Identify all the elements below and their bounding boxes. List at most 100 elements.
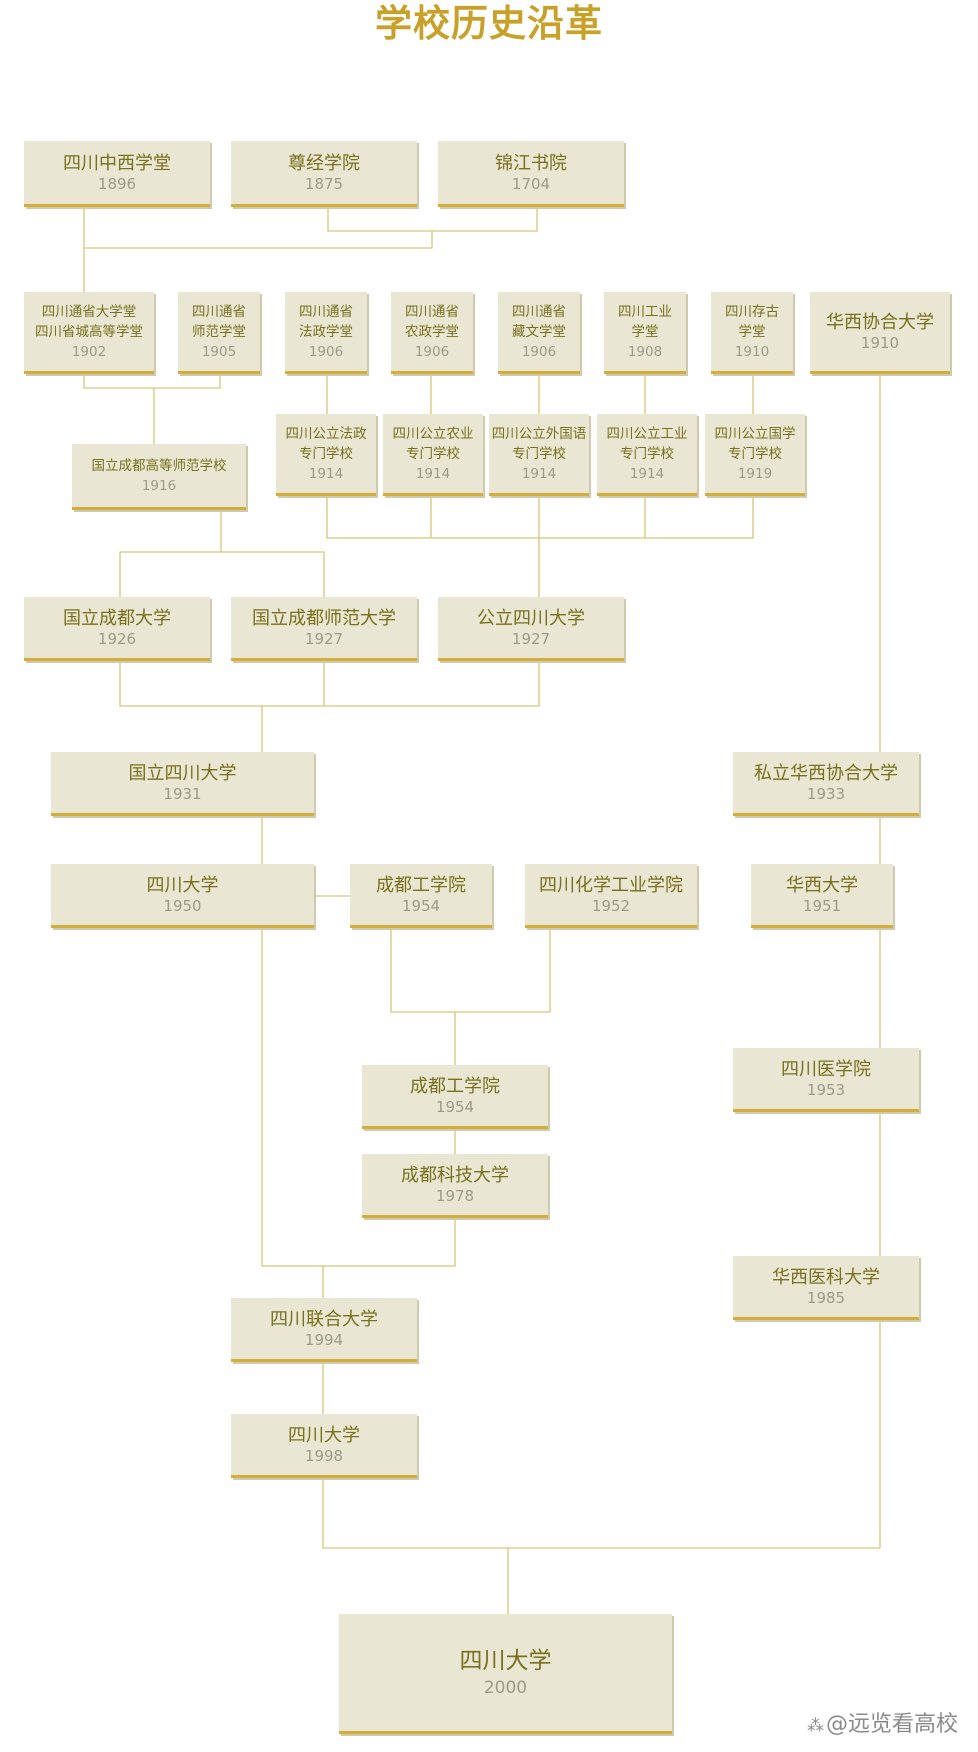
node-name: 成都科技大学 (401, 1164, 509, 1186)
node-year: 1952 (591, 896, 631, 915)
node-name: 四川通省 (192, 303, 246, 320)
node-name: 国立成都师范大学 (252, 607, 396, 629)
node-huaxi-xiehe-daxue: 华西协合大学 1910 (810, 292, 950, 374)
node-year: 1951 (802, 896, 842, 915)
node-name-line2: 专门学校 (728, 445, 782, 462)
node-year: 1914 (629, 465, 665, 482)
node-huaxi-daxue: 华西大学 1951 (751, 864, 893, 928)
node-name: 成都工学院 (410, 1075, 500, 1097)
node-year: 1919 (737, 465, 773, 482)
node-guoli-sichuan-daxue: 国立四川大学 1931 (51, 752, 314, 816)
node-name-line2: 专门学校 (512, 445, 566, 462)
node-name-line2: 专门学校 (406, 445, 460, 462)
node-name: 尊经学院 (288, 152, 360, 174)
node-sichuan-huaxue-gongye-xueyuan: 四川化学工业学院 1952 (525, 864, 697, 928)
page-title: 学校历史沿革 (375, 2, 603, 45)
node-year: 1914 (308, 465, 344, 482)
node-year: 1905 (201, 343, 237, 360)
node-name: 成都工学院 (376, 874, 466, 896)
node-year: 1953 (806, 1080, 846, 1099)
connector (322, 1478, 880, 1549)
node-name-line2: 学堂 (631, 323, 659, 340)
node-name: 四川公立工业 (606, 425, 688, 442)
node-name: 公立四川大学 (477, 607, 585, 629)
node-name: 国立成都高等师范学校 (91, 457, 227, 474)
node-name: 四川中西学堂 (63, 152, 171, 174)
node-chengdu-keji-daxue: 成都科技大学 1978 (362, 1154, 548, 1218)
node-name: 四川化学工业学院 (539, 874, 683, 896)
node-year: 2000 (483, 1677, 528, 1698)
node-guoli-chengdu-shifan-daxue: 国立成都师范大学 1927 (231, 597, 417, 661)
node-sichuan-lianhe-daxue: 四川联合大学 1994 (231, 1298, 417, 1362)
node-name: 华西协合大学 (826, 311, 934, 333)
node-year: 1927 (511, 629, 551, 648)
node-year: 1950 (163, 896, 202, 915)
node-year: 1896 (97, 174, 137, 193)
node-year: 1954 (401, 896, 441, 915)
node-year: 1906 (308, 343, 344, 360)
node-year: 1994 (304, 1330, 344, 1349)
connector (390, 928, 551, 1013)
node-name: 四川工业 (618, 303, 672, 320)
node-year: 1916 (141, 477, 177, 494)
node-year: 1704 (511, 174, 551, 193)
node-gongli-guoxue-zhuanmen: 四川公立国学 专门学校 1919 (705, 414, 805, 496)
node-name-line2: 法政学堂 (299, 323, 353, 340)
node-name: 华西大学 (786, 874, 858, 896)
connector (119, 551, 325, 597)
node-tongsheng-daxuetang: 四川通省大学堂 四川省城高等学堂 1902 (24, 292, 154, 374)
node-guoli-chengdu-daxue: 国立成都大学 1926 (24, 597, 210, 661)
node-name: 四川公立法政 (285, 425, 367, 442)
node-name: 四川医学院 (781, 1058, 871, 1080)
node-name: 锦江书院 (495, 152, 567, 174)
node-year: 1931 (163, 784, 202, 803)
node-tongsheng-shifan-xuetang: 四川通省 师范学堂 1905 (178, 292, 260, 374)
node-year: 1998 (304, 1446, 344, 1465)
node-year: 1902 (71, 343, 107, 360)
node-name-line2: 专门学校 (299, 445, 353, 462)
watermark: ⁂@远览看高校 (807, 1706, 958, 1738)
node-year: 1875 (304, 174, 344, 193)
node-name: 私立华西协合大学 (754, 762, 898, 784)
node-name: 四川大学 (146, 874, 219, 896)
connector (261, 928, 456, 1267)
node-name: 四川通省大学堂 (41, 303, 137, 320)
node-sichuan-daxue-1950: 四川大学 1950 (51, 864, 314, 928)
node-jinjiang-shuyuan: 锦江书院 1704 (438, 141, 624, 207)
node-name-line2: 专门学校 (620, 445, 674, 462)
node-year: 1985 (806, 1288, 846, 1307)
watermark-logo-icon: ⁂ (806, 1716, 824, 1736)
node-year: 1906 (521, 343, 557, 360)
node-year: 1978 (435, 1186, 475, 1205)
node-name: 四川存古 (725, 303, 779, 320)
connector (83, 374, 221, 389)
node-zunjing-xueyuan: 尊经学院 1875 (231, 141, 417, 207)
connector (326, 496, 754, 539)
node-name: 国立四川大学 (128, 762, 237, 784)
node-sichuan-gongye-xuetang: 四川工业 学堂 1908 (604, 292, 686, 374)
node-name: 四川大学 (288, 1424, 360, 1446)
node-name: 国立成都大学 (63, 607, 171, 629)
node-name: 四川大学 (459, 1647, 552, 1674)
node-name-line2: 学堂 (738, 323, 766, 340)
node-name: 四川通省 (512, 303, 566, 320)
node-name-line2: 师范学堂 (192, 323, 246, 340)
node-gongli-fazheng-zhuanmen: 四川公立法政 专门学校 1914 (276, 414, 376, 496)
node-year: 1933 (806, 784, 846, 803)
node-sichuan-zhongxi-xuetang: 四川中西学堂 1896 (24, 141, 210, 207)
node-chengdu-gaodeng-shifan: 国立成都高等师范学校 1916 (72, 444, 246, 510)
node-chengdu-gongxueyuan-b: 成都工学院 1954 (362, 1065, 548, 1129)
connector (327, 207, 538, 232)
node-gongli-nongye-zhuanmen: 四川公立农业 专门学校 1914 (383, 414, 483, 496)
node-sichuan-daxue-1998: 四川大学 1998 (231, 1414, 417, 1478)
watermark-text: @远览看高校 (825, 1712, 958, 1737)
node-year: 1908 (627, 343, 663, 360)
node-year: 1906 (414, 343, 450, 360)
node-chengdu-gongxueyuan-a: 成都工学院 1954 (350, 864, 492, 928)
node-name: 四川公立外国语 (491, 425, 587, 442)
node-gongli-sichuan-daxue: 公立四川大学 1927 (438, 597, 624, 661)
node-year: 1954 (435, 1097, 475, 1116)
node-huaxi-yike-daxue: 华西医科大学 1985 (733, 1256, 919, 1320)
